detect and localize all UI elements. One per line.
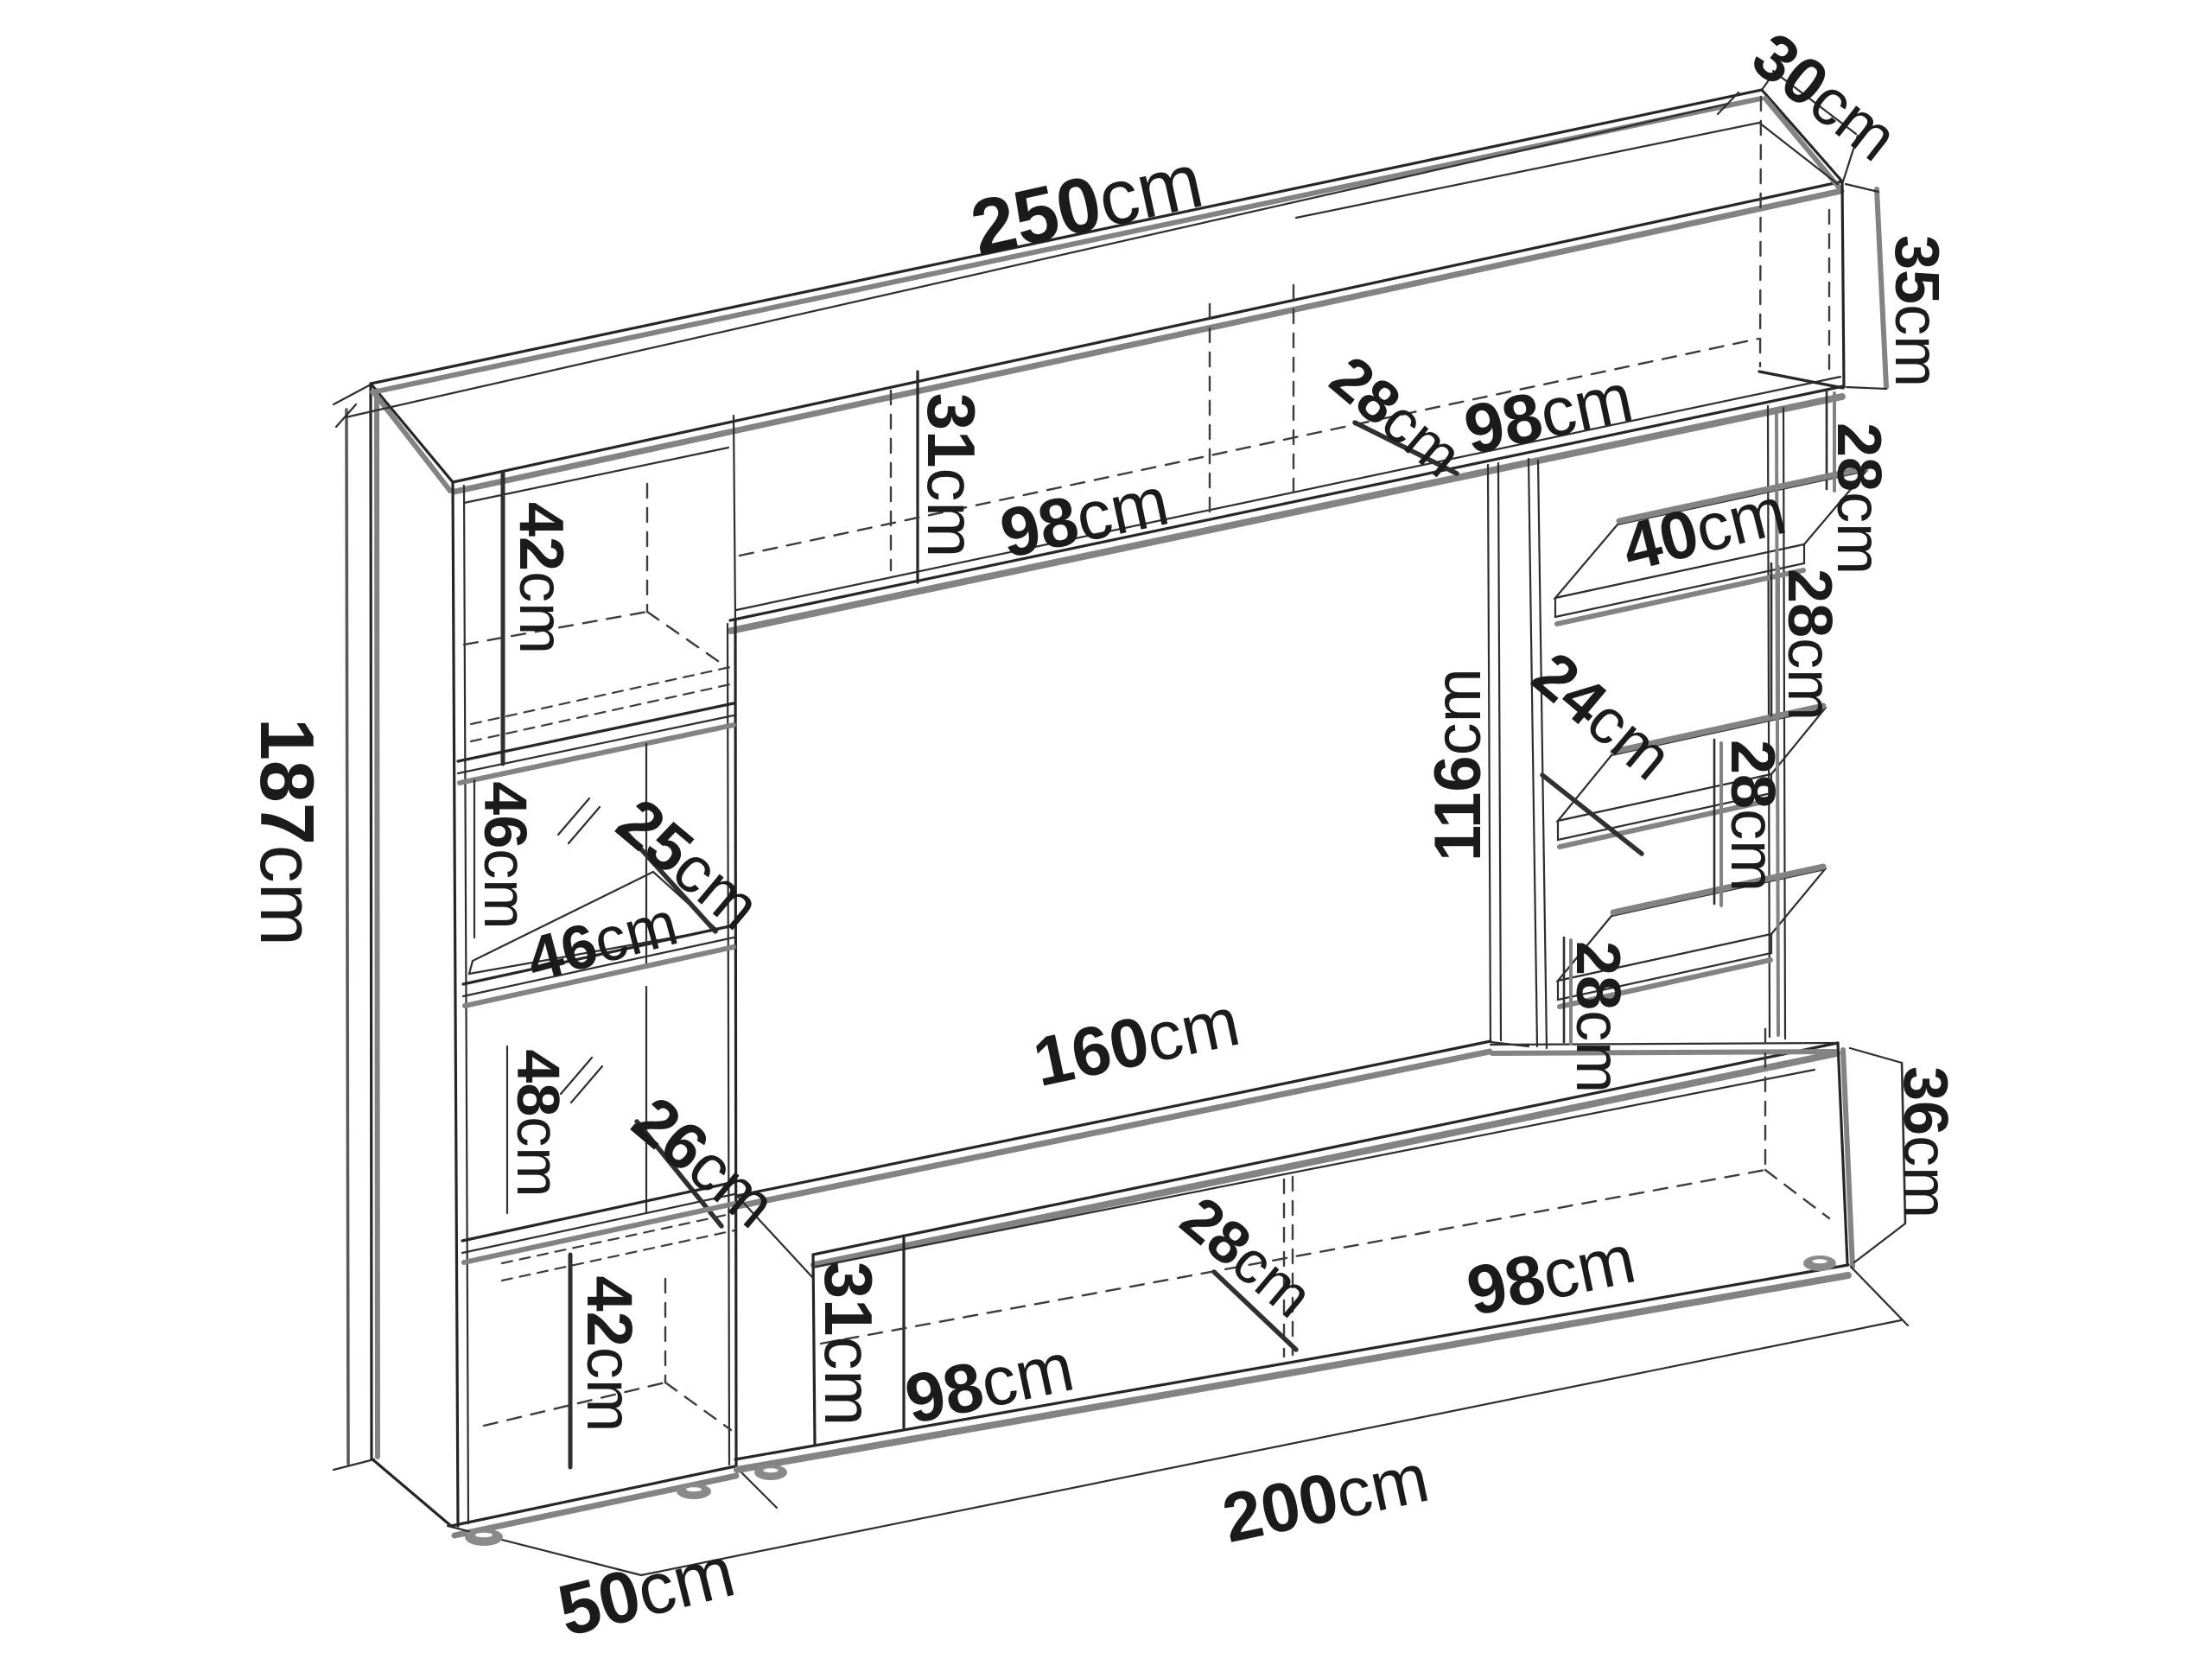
svg-text:98cm: 98cm [994, 461, 1175, 572]
svg-text:42cm: 42cm [575, 1276, 646, 1433]
svg-text:187cm: 187cm [245, 718, 331, 946]
svg-text:48cm: 48cm [505, 1049, 572, 1197]
svg-text:116cm: 116cm [1421, 668, 1495, 861]
svg-text:28cm: 28cm [1775, 569, 1844, 721]
svg-text:35cm: 35cm [1882, 235, 1951, 387]
svg-text:46cm: 46cm [472, 781, 539, 929]
svg-text:28cm: 28cm [1824, 423, 1893, 575]
svg-text:42cm: 42cm [506, 502, 575, 654]
svg-text:28cm: 28cm [1563, 941, 1632, 1093]
svg-text:98cm: 98cm [899, 1327, 1080, 1438]
svg-text:31cm: 31cm [810, 1262, 887, 1427]
svg-text:98cm: 98cm [1458, 358, 1639, 468]
svg-text:28cm: 28cm [1718, 740, 1787, 892]
svg-text:31cm: 31cm [913, 393, 989, 558]
svg-text:36cm: 36cm [1891, 1066, 1960, 1218]
svg-text:98cm: 98cm [1460, 1219, 1642, 1330]
